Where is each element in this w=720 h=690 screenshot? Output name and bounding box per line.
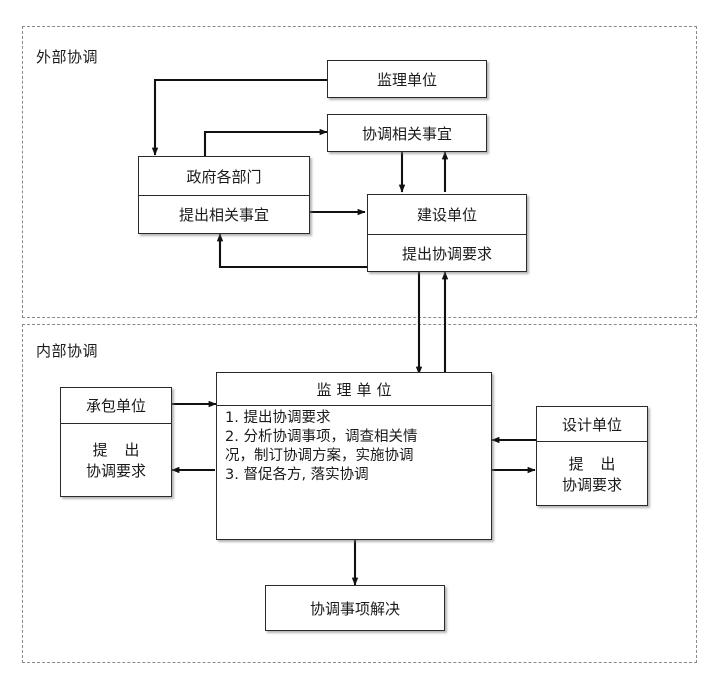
node-coordination-matters[interactable]: 协调相关事宜 xyxy=(327,114,487,152)
node-supervision-main-divider xyxy=(217,405,491,406)
node-contractor-sub-line2: 协调要求 xyxy=(85,462,146,480)
node-government[interactable]: 政府各部门 提出相关事宜 xyxy=(138,156,310,234)
zone-internal-label: 内部协调 xyxy=(36,342,99,360)
node-design-unit-sub-line1: 提 出 xyxy=(568,454,622,473)
node-resolved-title: 协调事项解决 xyxy=(309,599,400,618)
node-supervision-top-title: 监理单位 xyxy=(376,70,437,89)
node-design-unit-sub: 提 出 协调要求 xyxy=(537,442,647,505)
supervision-item-2: 2. 分析协调事项，调查相关情 xyxy=(225,429,418,446)
node-construction-unit-divider xyxy=(368,234,526,235)
node-supervision-main-title: 监理单位 xyxy=(316,380,397,399)
node-design-unit[interactable]: 设计单位 提 出 协调要求 xyxy=(536,406,648,506)
zone-external-label: 外部协调 xyxy=(36,48,99,66)
node-construction-unit-sub: 提出协调要求 xyxy=(401,244,492,263)
node-contractor-title: 承包单位 xyxy=(85,397,146,415)
supervision-item-1: 1. 提出协调要求 xyxy=(225,410,331,426)
supervision-item-3: 3. 督促各方, 落实协调 xyxy=(225,467,369,484)
node-coordination-matters-title: 协调相关事宜 xyxy=(361,124,452,143)
node-design-unit-sub-line2: 协调要求 xyxy=(561,475,622,494)
node-supervision-main-items: 1. 提出协调要求 2. 分析协调事项，调查相关情 况，制订协调方案，实施协调 … xyxy=(217,406,491,539)
supervision-item-2-cont: 况，制订协调方案，实施协调 xyxy=(225,448,414,465)
node-design-unit-title: 设计单位 xyxy=(561,415,622,434)
node-resolved[interactable]: 协调事项解决 xyxy=(265,585,445,631)
node-government-title: 政府各部门 xyxy=(186,167,262,186)
zone-internal-coordination xyxy=(22,324,697,663)
node-government-sub: 提出相关事宜 xyxy=(178,206,269,224)
zone-external-coordination xyxy=(22,26,697,318)
node-supervision-top[interactable]: 监理单位 xyxy=(327,60,487,98)
node-supervision-main[interactable]: 监理单位 1. 提出协调要求 2. 分析协调事项，调查相关情 况，制订协调方案，… xyxy=(216,372,492,540)
node-government-divider xyxy=(139,195,309,196)
node-contractor-sub: 提 出 协调要求 xyxy=(61,424,171,496)
node-construction-unit-title: 建设单位 xyxy=(416,206,477,224)
node-contractor-sub-line1: 提 出 xyxy=(92,441,146,459)
node-contractor-divider xyxy=(61,423,171,424)
node-construction-unit[interactable]: 建设单位 提出协调要求 xyxy=(367,194,527,272)
node-design-unit-divider xyxy=(537,441,647,442)
node-contractor[interactable]: 承包单位 提 出 协调要求 xyxy=(60,387,172,497)
